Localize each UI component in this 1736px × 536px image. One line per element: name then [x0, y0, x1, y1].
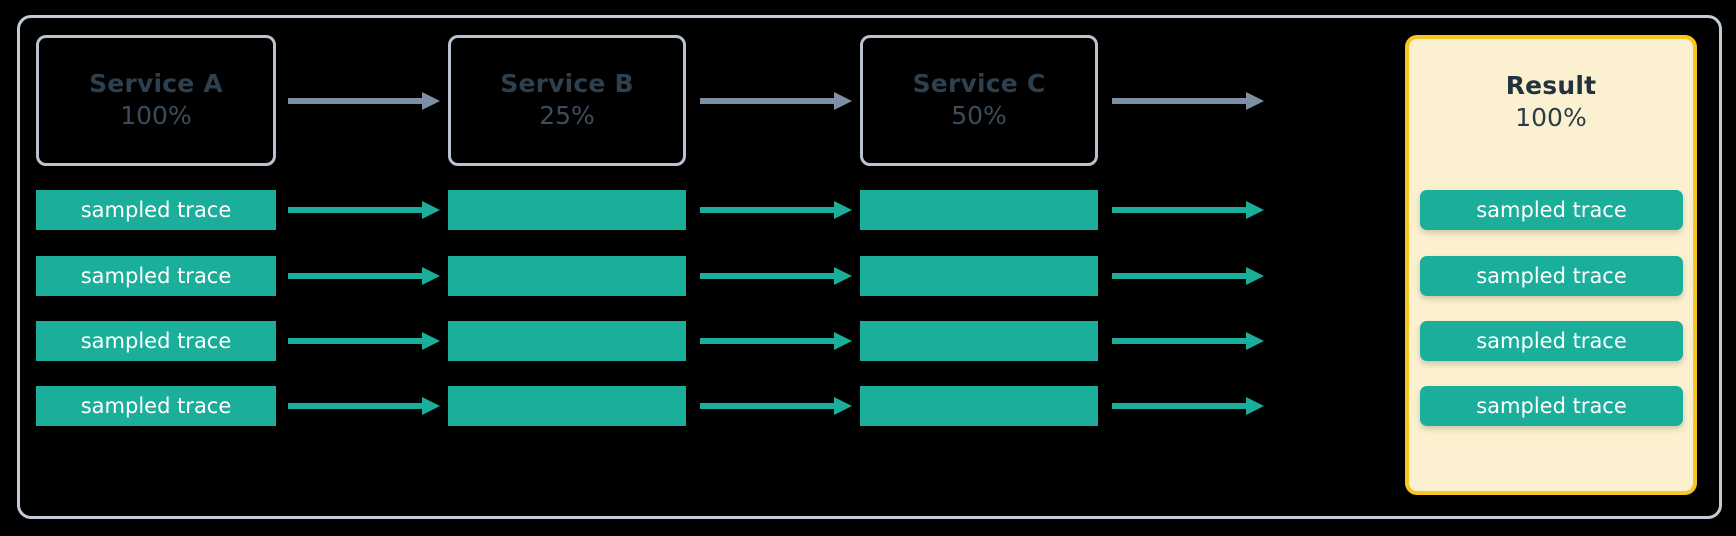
- trace-flow-arrow: [1112, 396, 1264, 416]
- trace-flow-arrow: [1112, 200, 1264, 220]
- trace-flow-arrow: [700, 200, 852, 220]
- trace-bar: [448, 256, 686, 296]
- service-box-service-b: Service B 25%: [448, 35, 686, 166]
- trace-flow-arrow: [288, 200, 440, 220]
- trace-bar: sampled trace: [36, 190, 276, 230]
- service-percent: 100%: [120, 101, 192, 131]
- service-title: Service B: [500, 69, 634, 98]
- trace-flow-arrow: [288, 396, 440, 416]
- trace-bar: [860, 190, 1098, 230]
- trace-bar-label: sampled trace: [1476, 264, 1627, 288]
- result-title: Result: [1505, 71, 1597, 100]
- service-title: Service A: [89, 69, 223, 98]
- trace-flow-arrow: [1112, 266, 1264, 286]
- service-percent: 25%: [539, 101, 595, 131]
- trace-bar-label: sampled trace: [1476, 394, 1627, 418]
- trace-bar-label: sampled trace: [1476, 329, 1627, 353]
- trace-bar: sampled trace: [36, 386, 276, 426]
- trace-bar-label: sampled trace: [1476, 198, 1627, 222]
- trace-flow-arrow: [700, 266, 852, 286]
- trace-bar: sampled trace: [36, 256, 276, 296]
- trace-bar-label: sampled trace: [80, 198, 232, 222]
- service-box-service-a: Service A 100%: [36, 35, 276, 166]
- service-flow-arrow: [700, 91, 852, 111]
- trace-flow-arrow: [288, 331, 440, 351]
- trace-flow-arrow: [1112, 331, 1264, 351]
- trace-bar: [448, 386, 686, 426]
- service-title: Service C: [912, 69, 1046, 98]
- outer-frame: [17, 15, 1722, 519]
- result-header: Result 100%: [1409, 39, 1693, 166]
- trace-bar-label: sampled trace: [80, 329, 232, 353]
- result-percent: 100%: [1515, 103, 1587, 133]
- trace-bar-label: sampled trace: [80, 394, 232, 418]
- trace-flow-arrow: [700, 396, 852, 416]
- trace-bar: sampled trace: [1420, 256, 1683, 296]
- trace-bar: [448, 190, 686, 230]
- trace-bar-label: sampled trace: [80, 264, 232, 288]
- trace-bar: [860, 386, 1098, 426]
- service-percent: 50%: [951, 101, 1007, 131]
- trace-bar: sampled trace: [36, 321, 276, 361]
- trace-bar: sampled trace: [1420, 386, 1683, 426]
- trace-flow-arrow: [288, 266, 440, 286]
- service-box-service-c: Service C 50%: [860, 35, 1098, 166]
- trace-bar: [448, 321, 686, 361]
- trace-bar: [860, 321, 1098, 361]
- service-flow-arrow: [288, 91, 440, 111]
- trace-bar: [860, 256, 1098, 296]
- trace-flow-arrow: [700, 331, 852, 351]
- service-flow-arrow: [1112, 91, 1264, 111]
- trace-bar: sampled trace: [1420, 321, 1683, 361]
- trace-bar: sampled trace: [1420, 190, 1683, 230]
